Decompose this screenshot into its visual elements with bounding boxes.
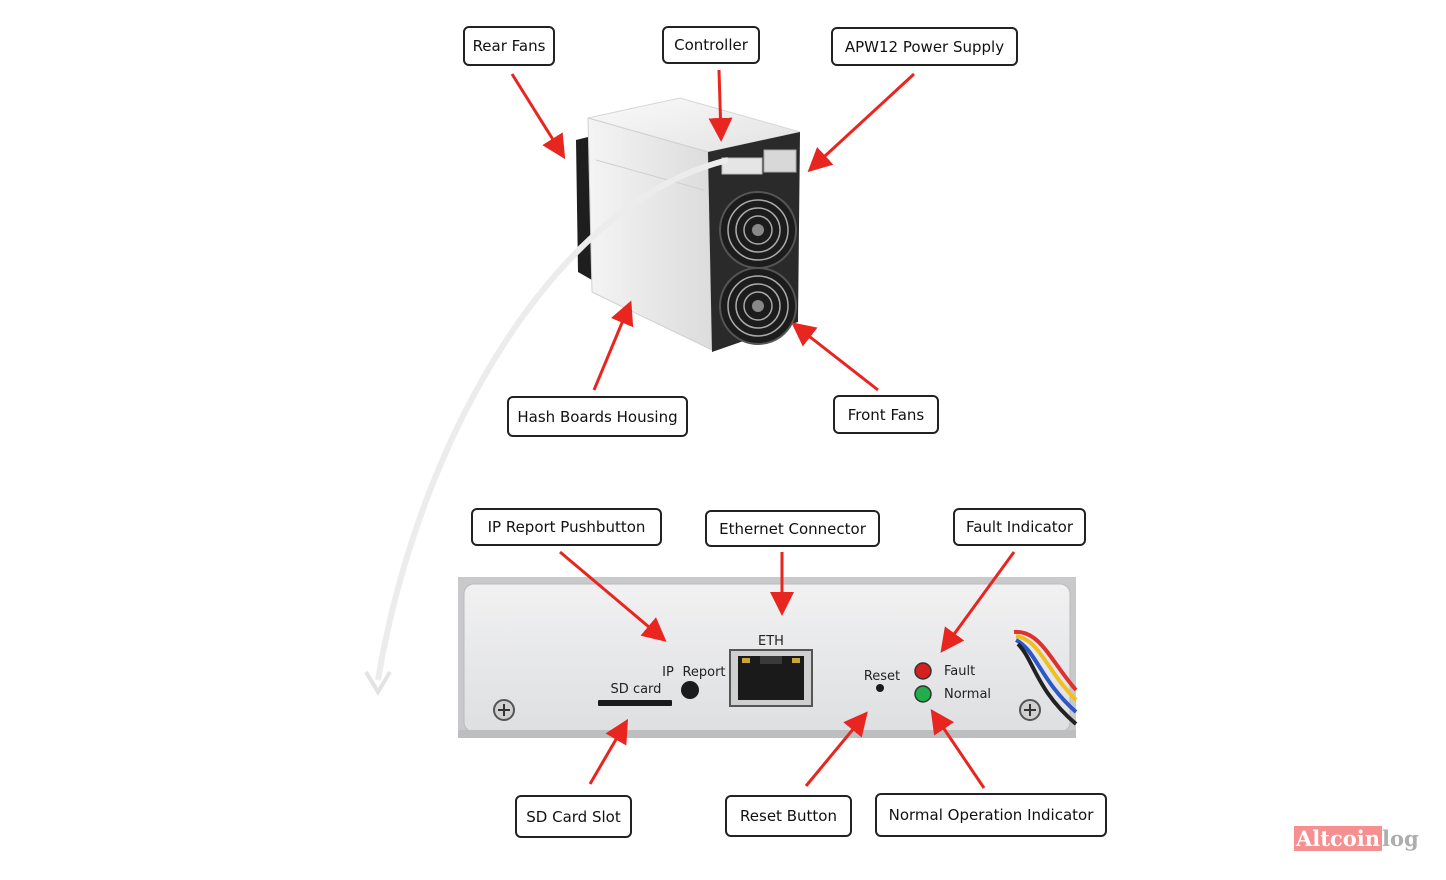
panel-label-report: Report	[682, 665, 725, 680]
arrow-rear-fans	[510, 73, 566, 160]
sd-card-slot	[598, 700, 672, 706]
panel-label-eth: ETH	[758, 634, 784, 649]
arrow-front-fans	[791, 322, 879, 392]
ip-report-button	[681, 681, 699, 699]
callout-controller: Controller	[662, 26, 760, 64]
callout-reset: Reset Button	[725, 795, 852, 837]
panel-label-normal: Normal	[944, 687, 991, 702]
arrow-normal	[930, 709, 986, 789]
controller-module	[721, 157, 763, 175]
ethernet-jack	[729, 649, 813, 707]
arrow-sd-slot	[588, 718, 629, 785]
normal-led	[914, 685, 932, 703]
front-fan-lower	[719, 267, 797, 345]
callout-normal: Normal Operation Indicator	[875, 793, 1107, 837]
pointer-arrows	[510, 69, 1016, 789]
reset-pinhole	[876, 684, 884, 692]
arrow-power-supply	[807, 72, 916, 173]
power-cables	[1013, 629, 1078, 726]
callout-front-fans: Front Fans	[833, 395, 939, 434]
arrow-fault	[940, 551, 1016, 653]
arrow-ip-report	[559, 550, 667, 642]
callout-fault: Fault Indicator	[953, 508, 1086, 546]
arrow-hash-boards	[592, 300, 634, 391]
psu-connector	[763, 149, 797, 173]
arrow-controller	[708, 69, 733, 142]
zoom-arrow	[364, 157, 729, 696]
screw-right	[1019, 699, 1041, 721]
panel-label-fault: Fault	[944, 664, 975, 679]
screw-left	[493, 699, 515, 721]
arrow-reset	[804, 711, 868, 787]
controller-panel: SD card IP Report ETH Reset Fault Normal	[458, 577, 1078, 738]
callout-hash-boards: Hash Boards Housing	[507, 396, 688, 437]
front-fan-upper	[719, 191, 797, 269]
fault-led	[914, 662, 932, 680]
callout-rear-fans: Rear Fans	[463, 26, 555, 66]
callout-sd-slot: SD Card Slot	[515, 795, 632, 838]
panel-label-reset: Reset	[864, 669, 900, 684]
callout-power-supply: APW12 Power Supply	[831, 27, 1018, 66]
callout-ip-report: IP Report Pushbutton	[471, 508, 662, 546]
watermark-part2: log	[1382, 825, 1419, 851]
panel-label-ip: IP	[662, 665, 674, 680]
watermark-part1: Altcoin	[1294, 825, 1383, 851]
callout-ethernet: Ethernet Connector	[705, 510, 880, 547]
panel-label-sd-card: SD card	[611, 682, 662, 697]
